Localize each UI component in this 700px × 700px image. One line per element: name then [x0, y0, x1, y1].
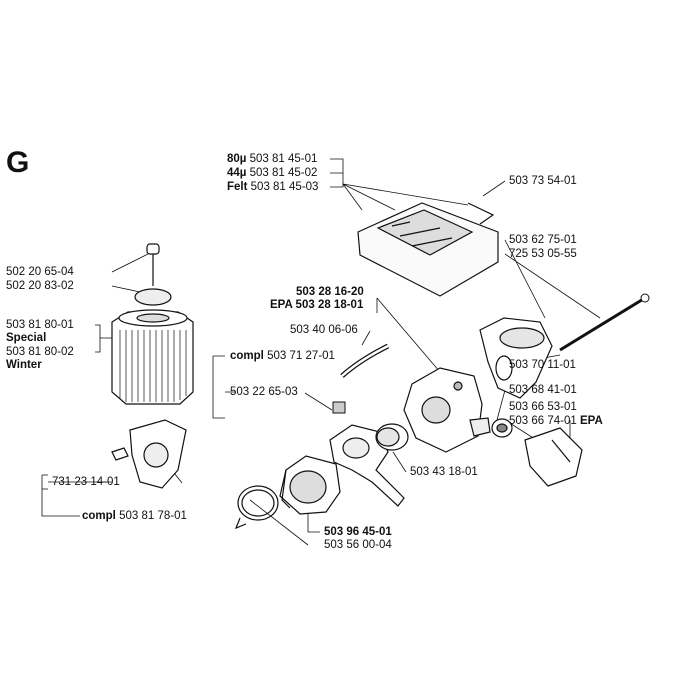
intake-compl: compl 503 71 27-01	[230, 350, 335, 362]
leader-filter	[95, 324, 112, 353]
air-filter	[111, 309, 194, 405]
cylinder-housing	[479, 317, 553, 399]
cyl-part-a: 503 62 75-01	[509, 234, 577, 246]
grommet-part: 503 68 41-01	[509, 384, 577, 396]
intake-bold-part: 503 96 45-01	[324, 526, 392, 538]
filter-special-label: Special	[6, 332, 47, 344]
leader-bracket	[41, 454, 183, 517]
bracket-compl: compl 503 81 78-01	[82, 510, 187, 522]
leader-cover-options	[330, 158, 344, 188]
leader-carb	[376, 297, 441, 373]
leader-hose	[361, 330, 371, 346]
cover-option-1: 80µ 503 81 45-01	[227, 153, 318, 165]
knob-part-b: 502 20 83-02	[6, 280, 74, 292]
filter-bracket	[111, 419, 187, 489]
filter-part-winter: 503 81 80-02	[6, 346, 74, 358]
intake-manifold	[279, 455, 341, 515]
knob-part-a: 502 20 65-04	[6, 266, 74, 278]
leader-intake	[212, 355, 333, 419]
cover-option-2: 44µ 503 81 45-02	[227, 167, 318, 179]
hose-part: 503 40 06-06	[290, 324, 358, 336]
leader-cover-part	[482, 180, 506, 197]
filter-knob	[134, 243, 172, 306]
clamp-part: 503 56 00-04	[324, 539, 392, 551]
leader-knob	[111, 252, 151, 293]
leader-cyl	[504, 239, 601, 319]
leader-spacer	[392, 451, 407, 473]
grommet	[491, 418, 513, 438]
hose-clamp	[234, 485, 279, 530]
carburetor	[403, 367, 491, 453]
choke-holder	[524, 427, 583, 487]
filter-part-standard: 503 81 80-01	[6, 319, 74, 331]
choke-part-b: 503 66 74-01 EPA	[509, 415, 603, 427]
cover-part-label: 503 73 54-01	[509, 175, 577, 187]
spacer-part: 503 43 18-01	[410, 466, 478, 478]
cyl-part-b: 725 53 05-55	[509, 248, 577, 260]
cover-option-3: Felt 503 81 45-03	[227, 181, 319, 193]
bracket-part: 731 23 14-01	[52, 476, 120, 488]
leader-cover-options-fan	[342, 183, 469, 211]
choke-part-a: 503 66 53-01	[509, 401, 577, 413]
section-letter: G	[6, 146, 30, 179]
long-screw-part: 503 70 11-01	[509, 359, 576, 371]
filter-winter-label: Winter	[6, 359, 42, 371]
gasket-part: 503 22 65-03	[230, 386, 298, 398]
carb-part: 503 28 16-20	[296, 286, 364, 298]
intake-flange	[329, 424, 405, 507]
long-screw	[559, 296, 646, 352]
carb-epa-part: EPA 503 28 18-01	[270, 299, 364, 311]
small-gasket	[332, 401, 346, 414]
air-filter-cover	[357, 202, 499, 297]
carb-spacer	[375, 423, 409, 451]
leader-grommet	[496, 389, 506, 421]
